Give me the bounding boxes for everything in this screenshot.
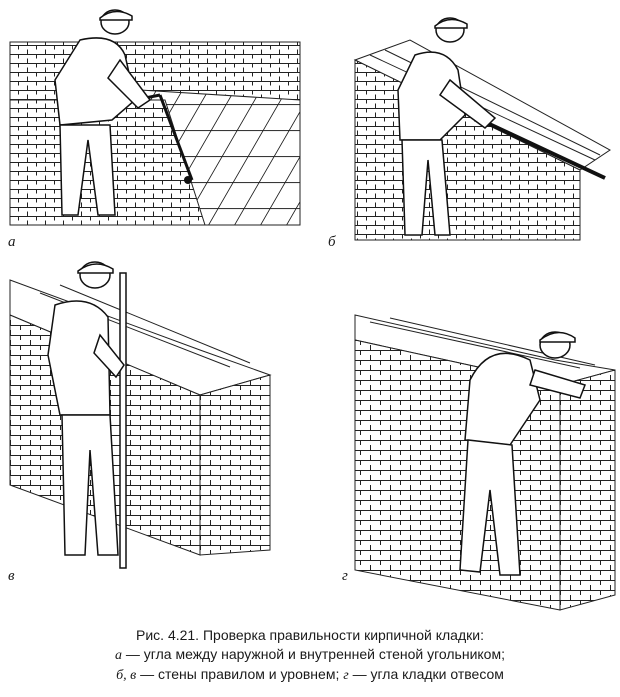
panel-letter-v: в — [8, 568, 15, 584]
figure-caption: Рис. 4.21. Проверка правильности кирпичн… — [0, 626, 620, 685]
illustration-panel-b — [330, 0, 620, 260]
corner-plumb-check-drawing — [354, 314, 616, 611]
illustration-panel-g — [340, 300, 620, 615]
panel-letter-g: г — [342, 568, 348, 584]
illustration-panel-a — [0, 0, 310, 260]
caption-line-bvg: б, в — стены правилом и уровнем; г — угл… — [0, 665, 620, 685]
panel-letter-b: б — [328, 234, 336, 250]
illustration-panel-v — [0, 255, 300, 595]
panel-letter-a: а — [8, 234, 16, 250]
caption-line-a: а — угла между наружной и внутренней сте… — [0, 645, 620, 665]
caption-title: Рис. 4.21. Проверка правильности кирпичн… — [136, 627, 484, 643]
caption-letter-g: г — [343, 668, 349, 683]
wall-rule-check-drawing — [353, 17, 611, 241]
angle-check-drawing — [9, 9, 301, 226]
wall-level-check-drawing — [9, 261, 272, 569]
caption-text-bv: — стены правилом и уровнем; — [136, 666, 344, 682]
caption-text-a: — угла между наружной и внутренней стено… — [122, 646, 505, 662]
caption-letters-bv: б, в — [116, 668, 137, 683]
caption-text-g: — угла кладки отвесом — [348, 666, 504, 682]
caption-letter-a: а — [115, 648, 123, 663]
